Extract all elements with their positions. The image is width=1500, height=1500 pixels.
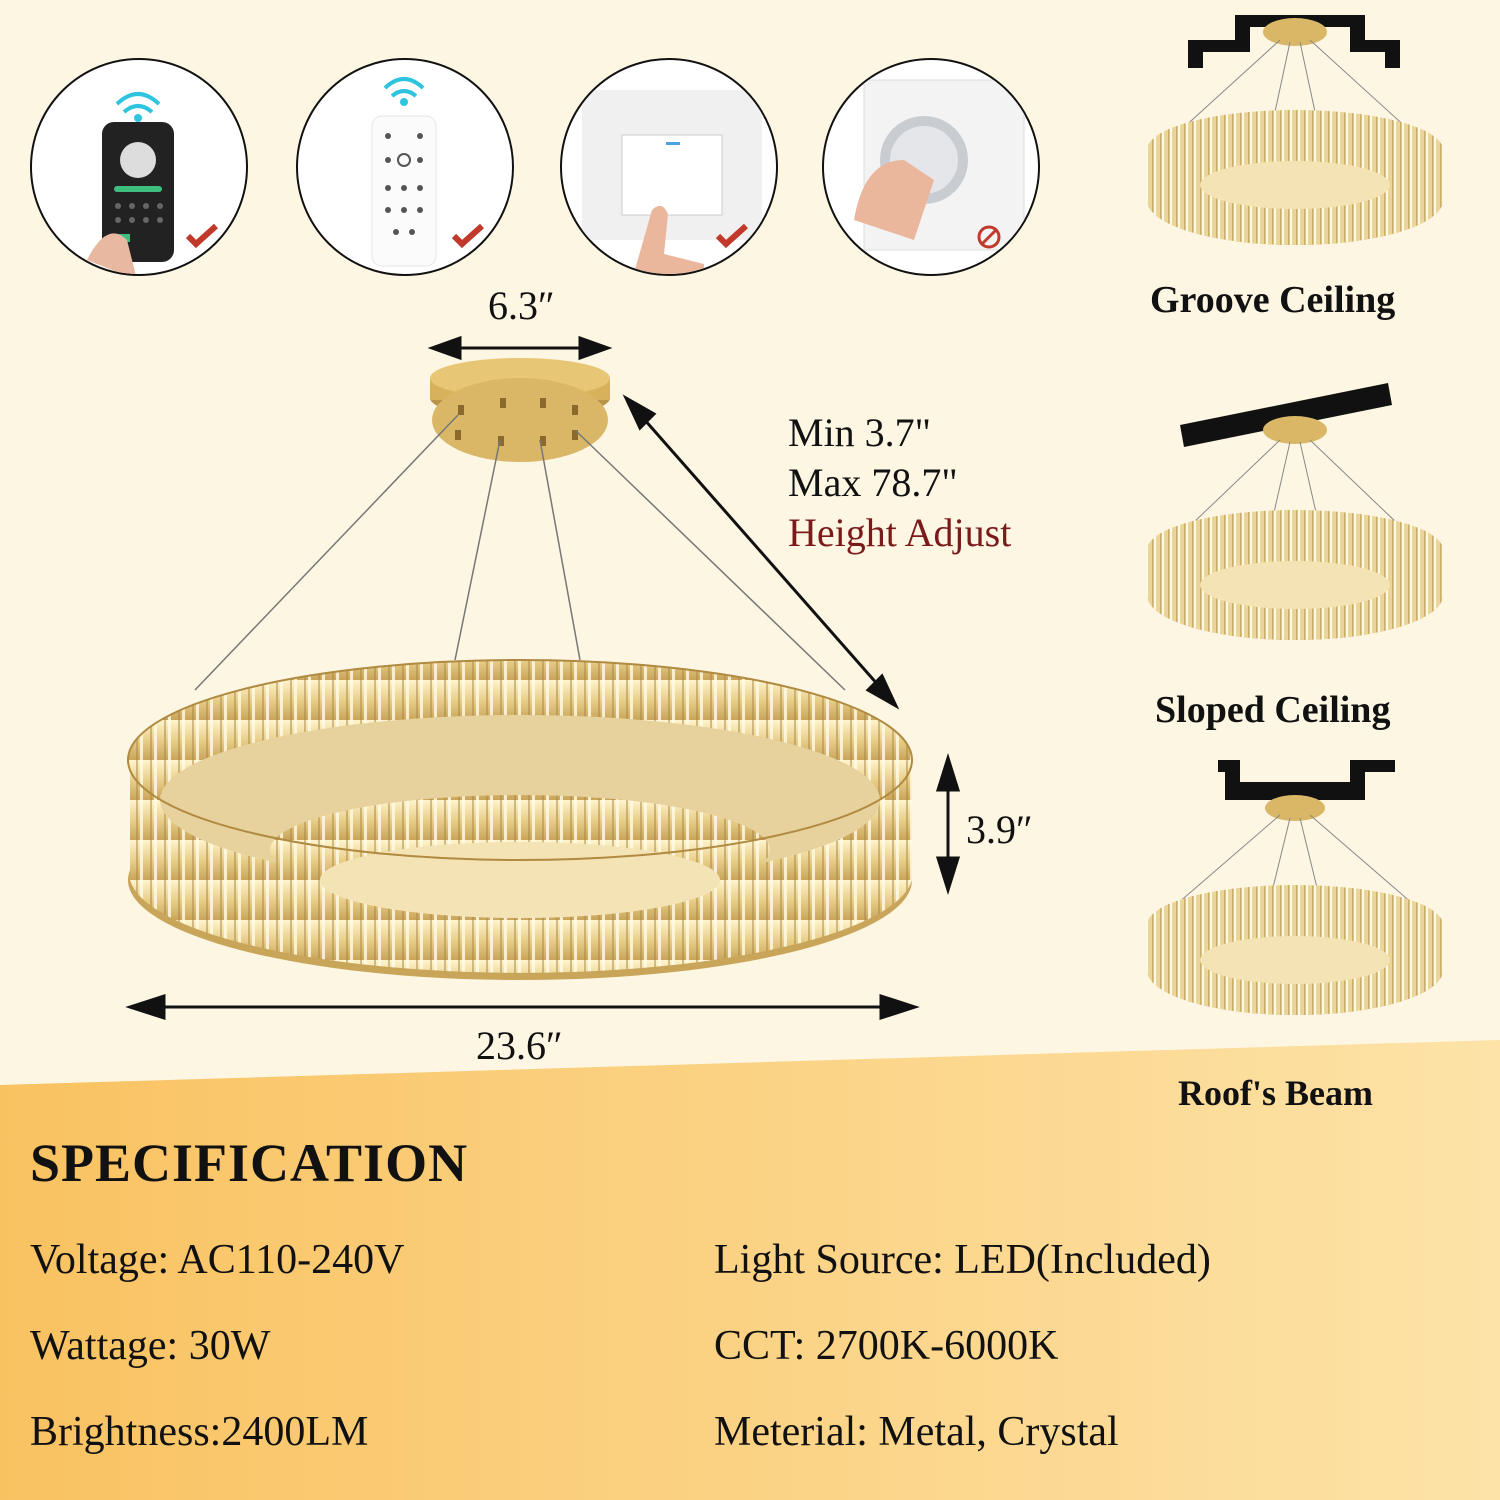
spec-brightness: Brightness:2400LM	[30, 1409, 369, 1455]
spec-wattage: Wattage: 30W	[30, 1323, 271, 1369]
height-min-label: Min 3.7"	[788, 410, 932, 455]
check-mark-icon	[715, 223, 749, 249]
remote-control-icon	[371, 77, 437, 267]
spec-light-source: Light Source: LED(Included)	[714, 1237, 1211, 1283]
diameter-label: 23.6″	[476, 1023, 563, 1068]
sloped-ceiling-label: Sloped Ceiling	[1155, 689, 1391, 731]
dimmer-knob-circle	[822, 58, 1040, 276]
smartphone-app-icon	[87, 92, 174, 274]
spec-voltage: Voltage: AC110-240V	[30, 1237, 405, 1283]
roofs-beam-illustration	[1147, 760, 1443, 1015]
spec-title: SPECIFICATION	[30, 1133, 469, 1193]
canopy-width-label: 6.3″	[488, 283, 555, 328]
groove-ceiling-label: Groove Ceiling	[1150, 279, 1396, 321]
remote-control-circle	[296, 58, 514, 276]
ring-height-label: 3.9″	[966, 807, 1033, 852]
spec-cct: CCT: 2700K-6000K	[714, 1323, 1059, 1369]
height-max-label: Max 78.7"	[788, 460, 958, 505]
dimmer-knob-icon	[854, 79, 1025, 251]
check-mark-icon	[451, 223, 485, 249]
groove-ceiling-illustration	[1147, 15, 1443, 245]
app-control-circle	[30, 58, 248, 276]
mounting-illustrations	[1147, 15, 1443, 1015]
spec-material: Meterial: Metal, Crystal	[714, 1409, 1119, 1455]
height-adjust-label: Height Adjust	[788, 510, 1012, 555]
check-mark-icon	[185, 223, 219, 249]
wall-switch-circle	[560, 58, 778, 276]
chandelier-illustration	[125, 335, 961, 1021]
roofs-beam-label: Roof's Beam	[1178, 1073, 1373, 1113]
prohibited-icon	[977, 225, 1001, 249]
wall-switch-icon	[582, 90, 762, 274]
sloped-ceiling-illustration	[1147, 383, 1443, 640]
